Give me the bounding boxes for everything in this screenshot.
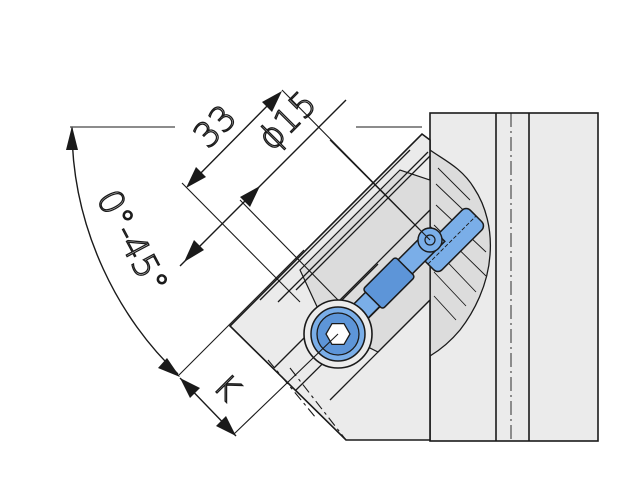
extension-line <box>239 199 339 301</box>
arrowhead-icon <box>240 186 260 207</box>
vertical-profile <box>429 112 599 442</box>
dimension-line <box>187 92 281 187</box>
angle-arc <box>71 127 179 375</box>
arrowhead-icon <box>180 378 200 398</box>
diameter-label: ϕ15 <box>250 84 325 159</box>
arrowhead-icon <box>66 126 78 150</box>
arrowhead-icon <box>184 240 204 262</box>
dimension-line <box>179 99 347 267</box>
length-label: 33 <box>186 97 245 156</box>
arrowhead-icon <box>158 358 180 377</box>
extension-line <box>329 139 421 231</box>
break-out-section <box>429 148 492 358</box>
extension-line <box>233 333 339 435</box>
arrowhead-icon <box>262 91 282 112</box>
extension-line <box>177 249 305 377</box>
offset-label: K <box>206 367 248 409</box>
arrowhead-icon <box>216 416 236 436</box>
extension-line <box>181 182 301 303</box>
arrowhead-icon <box>186 167 206 188</box>
break-lines <box>267 359 347 441</box>
t-slot-nut <box>419 207 485 273</box>
angle-label: 0°-45° <box>88 183 176 300</box>
